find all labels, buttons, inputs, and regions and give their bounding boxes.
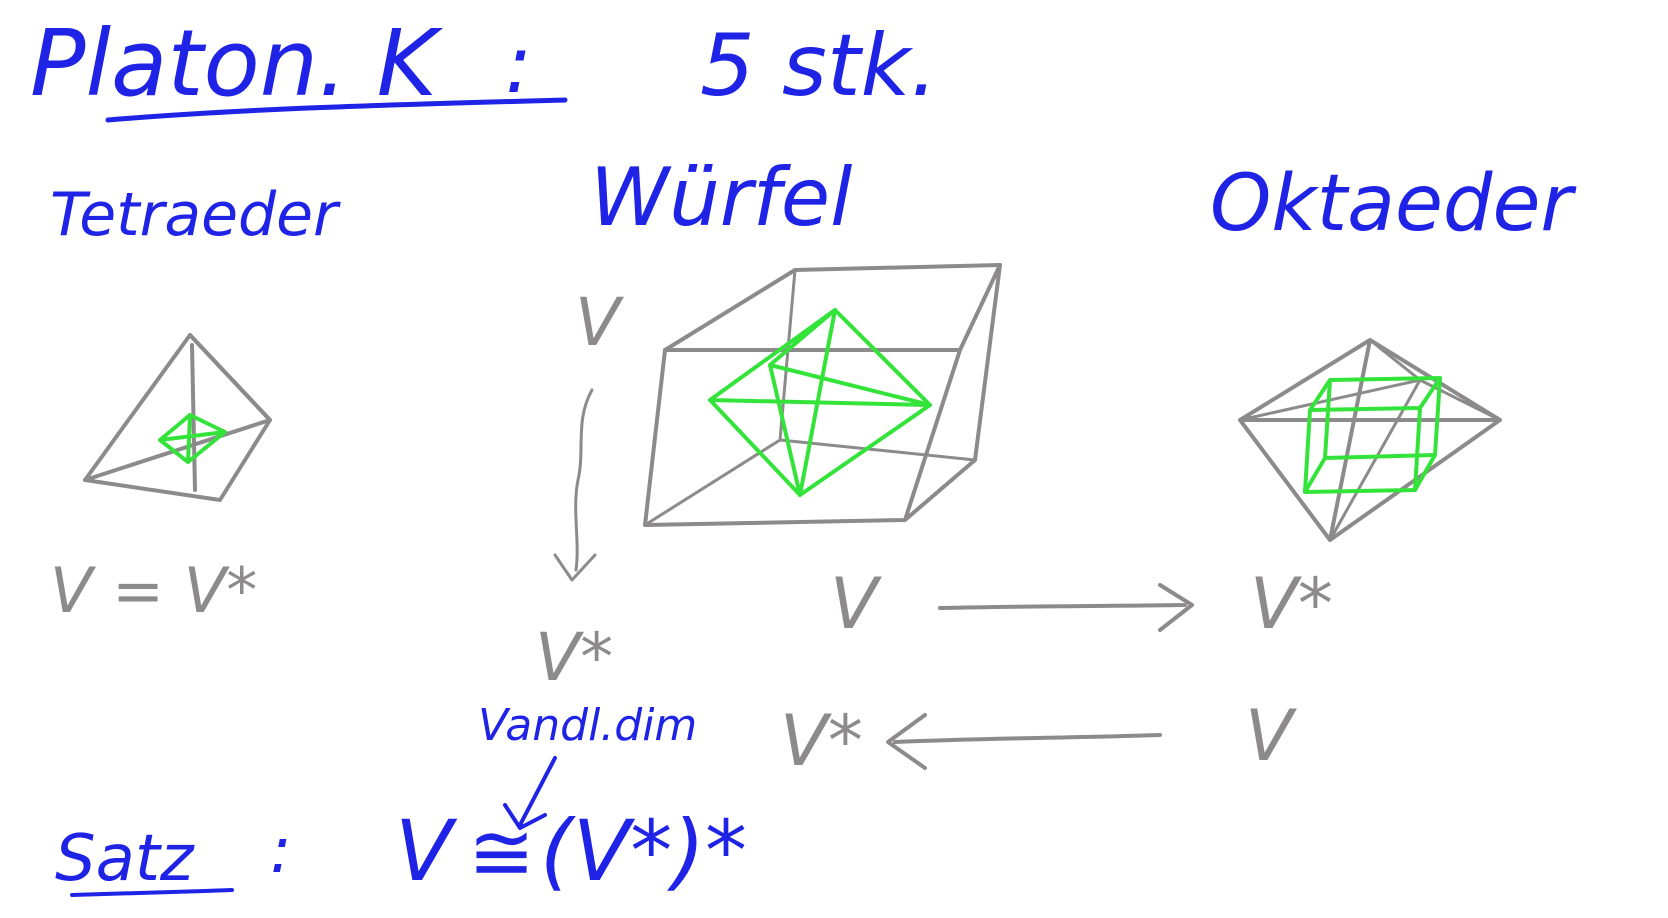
tetrahedron-sketch	[83, 333, 272, 502]
cube-v-dual: V*	[535, 619, 613, 696]
map-right-arrow	[938, 583, 1194, 632]
theorem-relation: ≅	[468, 806, 535, 899]
theorem-rhs: (V*)*	[540, 802, 747, 900]
cube-down-arrow	[553, 388, 597, 582]
heading-colon: :	[505, 18, 532, 111]
tetrahedron-relation: V = V*	[50, 554, 257, 627]
octahedron-v-dual: V*	[1250, 563, 1333, 645]
octahedron-sketch	[1238, 338, 1502, 542]
theorem-lhs: V	[395, 802, 458, 900]
annotation-finite-dim: Vandl.dim	[478, 700, 697, 751]
heading-count: 5 stk.	[700, 16, 938, 116]
heading-underline	[105, 97, 568, 123]
cube-v-bottom: V*	[780, 700, 863, 782]
tetrahedron-label: Tetraeder	[50, 180, 341, 250]
cube-in-octahedron-sketch	[1303, 376, 1442, 494]
octahedron-v-plain: V	[1245, 695, 1297, 777]
cube-v-right: V	[830, 563, 882, 645]
theorem-underline	[70, 888, 234, 897]
cube-label: Würfel	[590, 151, 852, 244]
octahedron-label: Oktaeder	[1210, 159, 1577, 249]
cube-sketch	[643, 263, 1002, 527]
octahedron-in-cube-sketch	[708, 308, 932, 497]
map-left-arrow	[886, 713, 1162, 770]
cube-v-top: V	[575, 284, 624, 361]
theorem-label: Satz	[55, 822, 195, 896]
heading-title: Platon. K	[30, 10, 444, 117]
annotation-arrow	[503, 756, 557, 830]
tetrahedron-dual-sketch	[158, 413, 227, 464]
theorem-colon: :	[270, 814, 292, 888]
